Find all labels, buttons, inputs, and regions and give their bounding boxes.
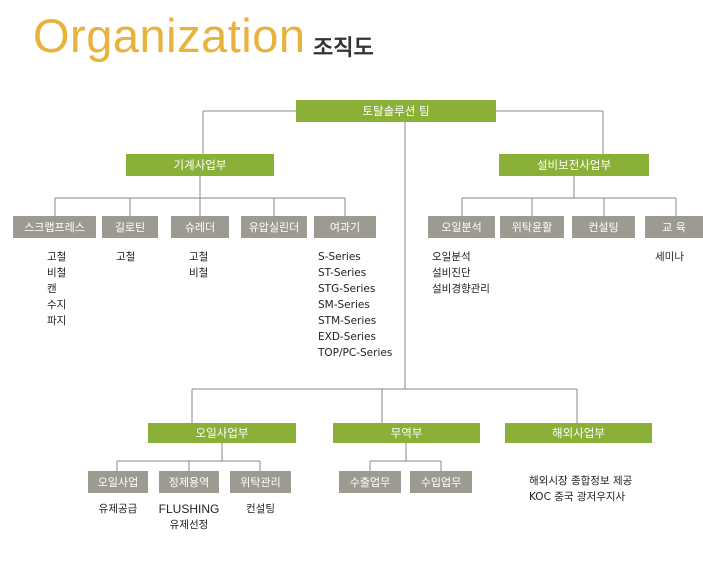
title-english: Organization bbox=[33, 9, 306, 62]
team-refining: 정제용역 bbox=[159, 471, 219, 493]
list-item: S-Series bbox=[318, 251, 361, 263]
team-guillotine: 길로틴 bbox=[102, 216, 158, 238]
list-scrap-press: 고철 비철 캔 수지 파지 bbox=[47, 249, 66, 329]
title-korean: 조직도 bbox=[313, 36, 374, 61]
list-item: STM-Series bbox=[318, 315, 377, 327]
team-outsourced-management: 위탁관리 bbox=[230, 471, 291, 493]
list-outsourced-management: 컨설팅 bbox=[230, 501, 291, 517]
team-oil-analysis: 오일분석 bbox=[428, 216, 495, 238]
team-import: 수입업무 bbox=[410, 471, 472, 493]
division-oil: 오일사업부 bbox=[148, 423, 296, 443]
list-guillotine: 고철 bbox=[116, 249, 135, 265]
list-item: 수지 bbox=[47, 299, 67, 311]
list-item: 고철 bbox=[116, 251, 136, 263]
division-trade: 무역부 bbox=[333, 423, 480, 443]
team-export: 수출업무 bbox=[339, 471, 401, 493]
list-item: 비철 bbox=[47, 267, 67, 279]
list-item: TOP/PC-Series bbox=[318, 347, 393, 359]
list-item: 비철 bbox=[189, 267, 209, 279]
list-item: 해외시장 종합정보 제공 bbox=[529, 475, 633, 487]
list-education: 세미나 bbox=[655, 249, 684, 265]
team-education: 교 육 bbox=[645, 216, 703, 238]
list-item: 캔 bbox=[47, 283, 57, 295]
team-lubrication: 위탁윤활 bbox=[500, 216, 564, 238]
team-hydraulic-cylinder: 유압실린더 bbox=[241, 216, 307, 238]
list-item: 컨설팅 bbox=[246, 503, 275, 515]
list-item: KOC 중국 광저우지사 bbox=[529, 491, 626, 503]
list-item: FLUSHING bbox=[158, 502, 220, 516]
list-item: 파지 bbox=[47, 315, 67, 327]
list-item: 설비경향관리 bbox=[432, 283, 490, 295]
list-oil-business: 유제공급 bbox=[88, 501, 148, 517]
list-item: 설비진단 bbox=[432, 267, 471, 279]
list-item: EXD-Series bbox=[318, 331, 376, 343]
root-box: 토탈솔루션 팀 bbox=[296, 100, 496, 122]
division-overseas: 해외사업부 bbox=[505, 423, 652, 443]
division-mechanical: 기계사업부 bbox=[126, 154, 274, 176]
list-filter-series: S-Series ST-Series STG-Series SM-Series … bbox=[318, 249, 392, 361]
list-item: 고철 bbox=[47, 251, 67, 263]
list-item: SM-Series bbox=[318, 299, 370, 311]
list-shredder: 고철 비철 bbox=[189, 249, 208, 281]
list-item: 오일분석 bbox=[432, 251, 471, 263]
team-oil-business: 오일사업 bbox=[88, 471, 148, 493]
team-consulting: 컨설팅 bbox=[572, 216, 635, 238]
list-item: ST-Series bbox=[318, 267, 367, 279]
team-scrap-press: 스크랩프레스 bbox=[13, 216, 96, 238]
list-item: 세미나 bbox=[655, 251, 684, 263]
list-item: 유제공급 bbox=[98, 503, 138, 515]
division-maintenance: 설비보전사업부 bbox=[499, 154, 649, 176]
list-overseas: 해외시장 종합정보 제공 KOC 중국 광저우지사 bbox=[529, 473, 632, 505]
list-oil-analysis: 오일분석 설비진단 설비경향관리 bbox=[432, 249, 490, 297]
team-filter: 여과기 bbox=[314, 216, 376, 238]
list-refining: FLUSHING 유제선정 bbox=[154, 501, 224, 533]
list-item: STG-Series bbox=[318, 283, 376, 295]
list-item: 고철 bbox=[189, 251, 209, 263]
list-item: 유제선정 bbox=[169, 519, 209, 531]
team-shredder: 슈레더 bbox=[171, 216, 229, 238]
